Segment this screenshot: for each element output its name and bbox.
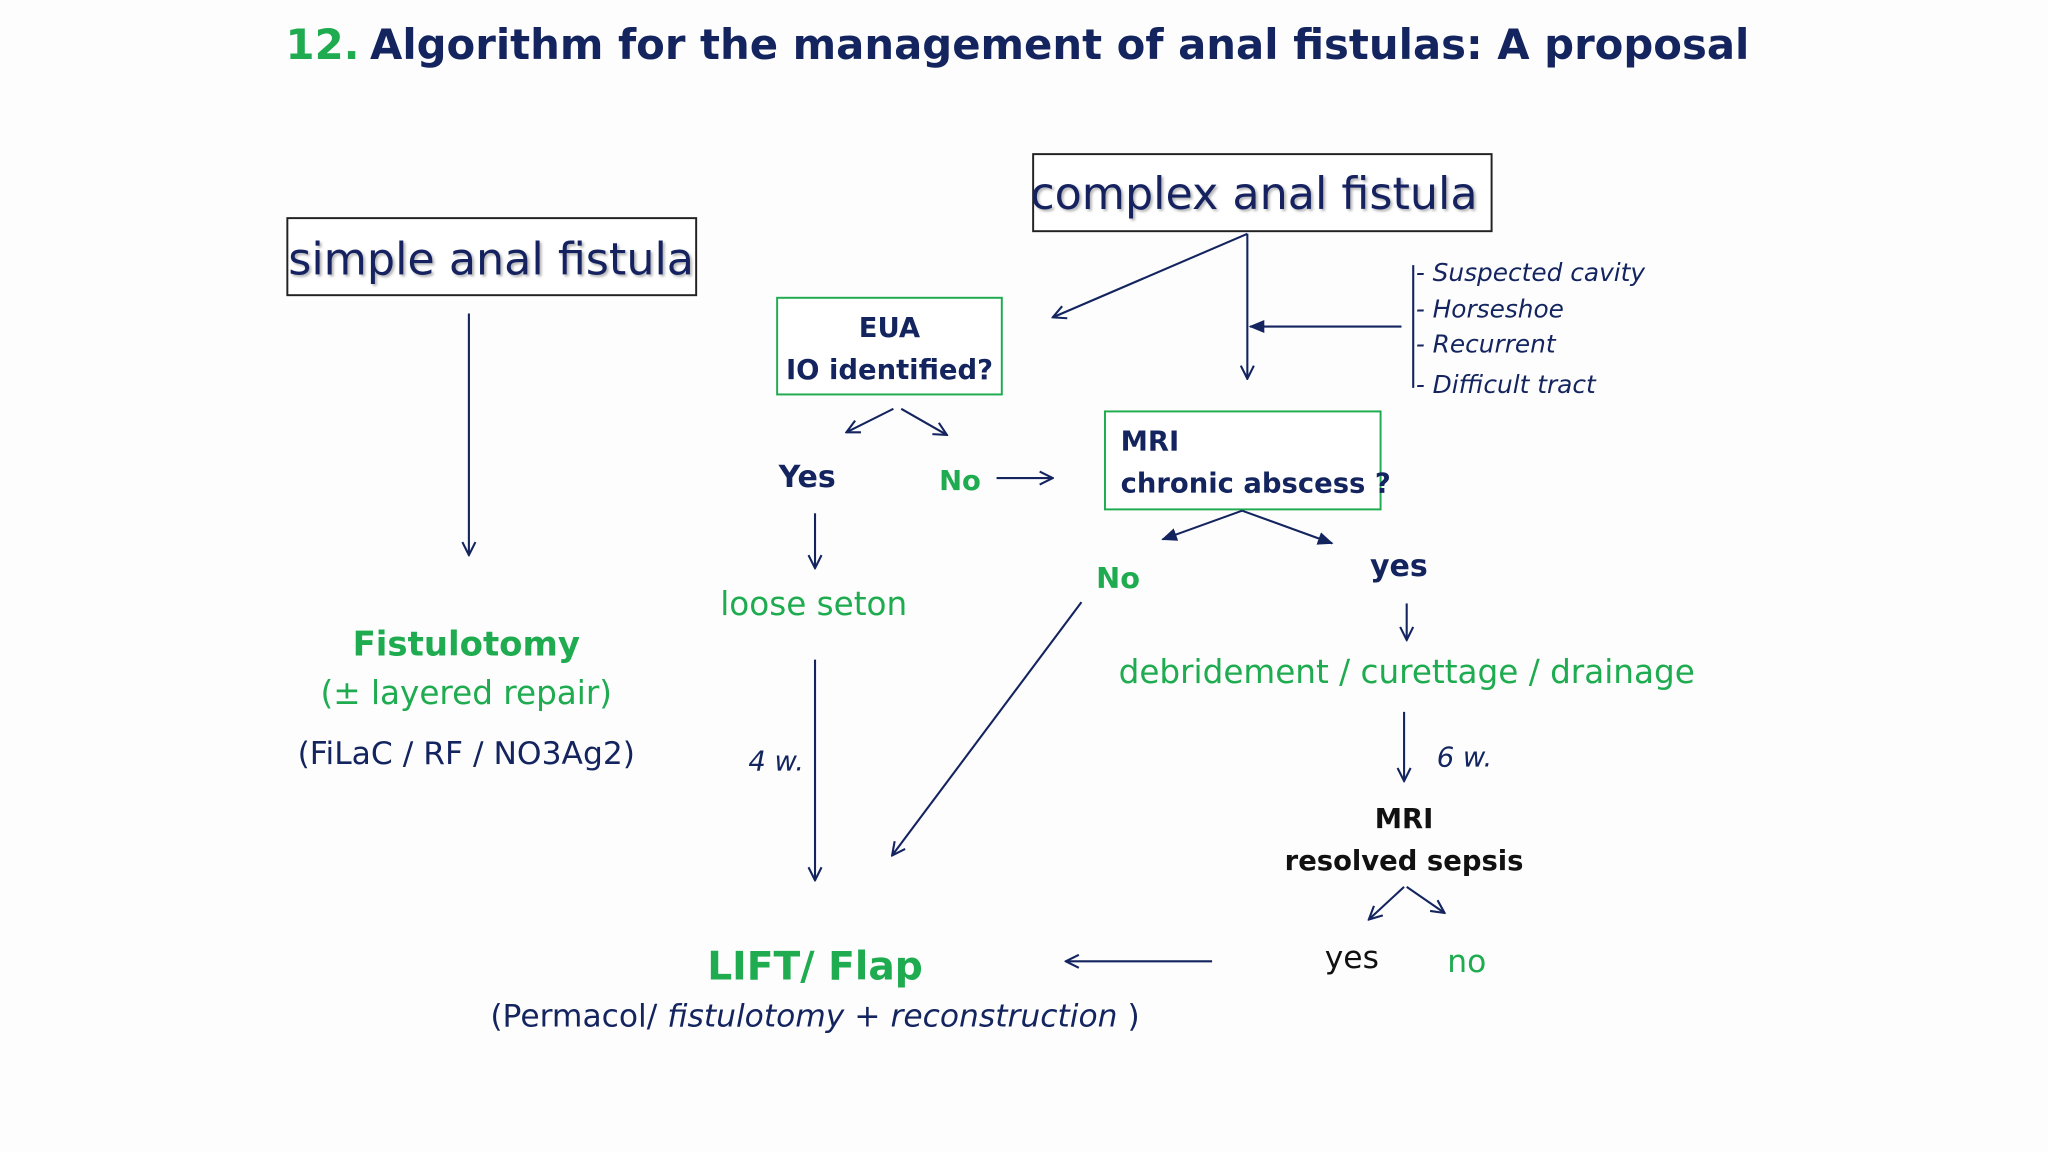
arrow-no-to-lift (892, 601, 1083, 855)
io-identified-label: IO identified? (786, 355, 993, 386)
simple-fistula-box (286, 217, 698, 297)
complex-fistula-label: complex anal fistula (1030, 169, 1477, 220)
chronic-abscess-label: chronic abscess ? (1121, 468, 1391, 499)
sepsis-no: no (1447, 944, 1486, 980)
layered-repair-note: (± layered repair) (321, 674, 613, 712)
mri2-label: MRI (1375, 804, 1434, 835)
note-start: (Permacol/ (490, 999, 667, 1035)
arrow-mri-yes (1241, 509, 1334, 545)
eua-yes: Yes (778, 460, 836, 495)
arrow-sepsis-yes (1369, 886, 1405, 920)
mri-label: MRI (1121, 427, 1180, 458)
loose-seton: loose seton (720, 585, 907, 623)
complex-fistula-box (1032, 153, 1493, 233)
mri-no: No (1096, 561, 1140, 595)
criterion-difficult-tract: - Difficult tract (1416, 370, 1597, 399)
criterion-recurrent: - Recurrent (1416, 330, 1557, 359)
arrow-sepsis-no (1406, 885, 1445, 913)
simple-fistula-label: simple anal fistula (288, 234, 694, 285)
alternatives-note: (FiLaC / RF / NO3Ag2) (298, 736, 635, 772)
criterion-suspected-cavity: - Suspected cavity (1416, 258, 1646, 287)
lift-flap-label: LIFT/ Flap (707, 945, 923, 990)
lift-flap-note: (Permacol/ fistulotomy + reconstruction … (490, 999, 1139, 1035)
eua-label: EUA (859, 313, 921, 344)
title-number: 12. (286, 20, 360, 69)
arrow-mri-no (1161, 509, 1243, 541)
seton-interval: 4 w. (748, 747, 804, 778)
page-title: 12.Algorithm for the management of anal … (286, 20, 1750, 69)
sepsis-yes: yes (1325, 940, 1379, 976)
eua-no: No (939, 466, 981, 497)
arrow-eua-no (900, 407, 947, 435)
mri-abscess-box (1103, 410, 1382, 511)
eua-box (776, 296, 1003, 396)
note-italic: fistulotomy + reconstruction (667, 999, 1117, 1035)
criterion-horseshoe: - Horseshoe (1416, 294, 1564, 323)
arrow-eua-yes (846, 407, 894, 433)
debridement-label: debridement / curettage / drainage (1119, 653, 1695, 691)
note-end: ) (1118, 999, 1140, 1035)
debridement-interval: 6 w. (1437, 743, 1493, 774)
resolved-sepsis-label: resolved sepsis (1285, 846, 1524, 877)
fistulotomy-label: Fistulotomy (353, 625, 580, 665)
mri-yes: yes (1370, 549, 1428, 584)
title-text: Algorithm for the management of anal fis… (370, 20, 1749, 69)
arrow-complex-to-eua (1053, 232, 1248, 318)
